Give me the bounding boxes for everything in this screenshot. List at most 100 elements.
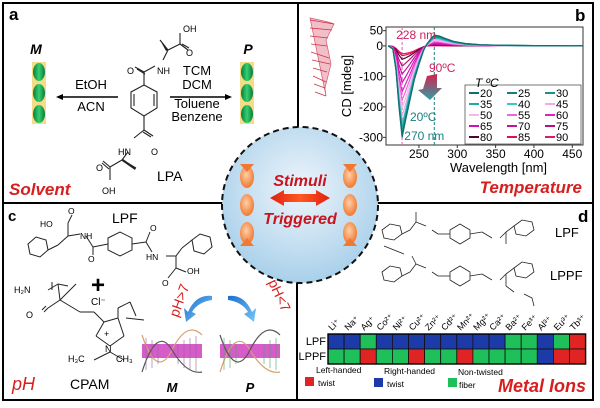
legend-left-handed-line2: twist xyxy=(318,378,336,388)
heatmap-cell xyxy=(472,333,490,350)
helix-label-p: P xyxy=(243,41,253,57)
atom-o: O xyxy=(150,223,157,233)
legend-label-25: 25 xyxy=(518,88,530,100)
column-label-15: Tb³⁺ xyxy=(568,312,588,332)
heatmap-cell xyxy=(569,348,587,365)
heatmap-cell xyxy=(424,333,442,350)
cpam-structure xyxy=(41,282,145,361)
metal-ion-heatmap: Li⁺Na⁺Ag⁺Co²⁺Ni²⁺Cu²⁺Zn²⁺Cd²⁺Mn²⁺Mg²⁺Ca²… xyxy=(298,311,588,365)
legend-label-60: 60 xyxy=(556,110,568,122)
heatmap-cell xyxy=(359,333,377,350)
column-label-12: Fe³⁺ xyxy=(520,312,540,332)
heatmap-cell xyxy=(343,348,361,365)
x-axis-label: Wavelength [nm] xyxy=(450,160,547,175)
solvent-dcm: DCM xyxy=(182,77,212,92)
legend-label-45: 45 xyxy=(556,99,568,111)
curved-arrow-right-icon xyxy=(228,295,256,322)
y-tick-label: -200 xyxy=(359,100,383,114)
atom-o: O xyxy=(68,206,75,216)
heatmap-cell xyxy=(375,333,393,350)
stimulus-label-solvent: Solvent xyxy=(9,180,72,199)
heatmap-cell xyxy=(504,333,522,350)
legend-title: T ºC xyxy=(475,76,499,90)
atom-o: O xyxy=(151,147,158,157)
y-tick-label: -100 xyxy=(359,69,383,83)
y-tick-label: -300 xyxy=(359,130,383,144)
atom-h3c: H₃C xyxy=(68,354,85,364)
center-label-triggered: Triggered xyxy=(263,211,338,228)
panel-d: d xyxy=(298,207,588,396)
solvent-toluene: Toluene xyxy=(174,96,220,111)
legend-left-handed-line1: Left-handed xyxy=(316,365,362,375)
x-tick-label: 350 xyxy=(486,147,506,161)
atom-o: O xyxy=(186,48,193,58)
molecule-name-cpam: CPAM xyxy=(70,376,109,392)
y-tick-label: 50 xyxy=(370,24,384,38)
panel-a: a M EtOH ACN P TCM DCM xyxy=(9,5,254,199)
molecule-name-lpf: LPF xyxy=(112,210,138,226)
legend-label-30: 30 xyxy=(556,88,568,100)
solvent-acetonitrile: ACN xyxy=(77,99,104,114)
heatmap-cell xyxy=(440,333,458,350)
heatmap-cell xyxy=(536,348,554,365)
heatmap-cell xyxy=(440,348,458,365)
legend-swatch-non-twisted xyxy=(448,378,457,387)
m-helix-illustration xyxy=(141,329,203,373)
panel-letter-c: c xyxy=(8,208,16,225)
heatmap-cell xyxy=(488,333,506,350)
molecule-name-lpf: LPF xyxy=(555,225,579,240)
atom-o: O xyxy=(26,310,33,320)
heatmap-cell xyxy=(391,348,409,365)
heatmap-cell xyxy=(375,348,393,365)
atom-h2n: H₂N xyxy=(14,285,31,295)
solvent-benzene: Benzene xyxy=(171,109,222,124)
row-label-lppf: LPPF xyxy=(298,351,326,363)
column-label-6: Zn²⁺ xyxy=(423,312,443,332)
heatmap-cell xyxy=(456,348,474,365)
arrow-to-m xyxy=(56,94,118,100)
helix-label-m: M xyxy=(167,380,179,395)
stimulus-label-temperature: Temperature xyxy=(480,178,582,197)
helix-label-p: P xyxy=(246,380,255,395)
p-helix-illustration xyxy=(219,329,281,373)
heatmap-cell xyxy=(536,333,554,350)
row-label-lpf: LPF xyxy=(306,336,326,348)
panel-letter-b: b xyxy=(575,6,585,25)
plus-sign: + xyxy=(91,272,105,299)
panel-letter-a: a xyxy=(9,5,19,24)
solvent-tcm: TCM xyxy=(183,63,211,78)
atom-ch3: CH₃ xyxy=(116,354,133,364)
n-charge: + xyxy=(104,329,109,339)
curved-arrow-left-icon xyxy=(184,295,212,322)
legend-non-twisted-line1: Non-twisted xyxy=(458,367,503,377)
column-label-9: Mg²⁺ xyxy=(471,311,493,333)
column-label-5: Cu²⁺ xyxy=(407,312,428,333)
arrow-to-p xyxy=(170,94,232,100)
column-label-1: Na⁺ xyxy=(342,314,361,333)
column-label-7: Cd²⁺ xyxy=(439,312,460,333)
legend-label-65: 65 xyxy=(480,121,492,133)
lpf-structure xyxy=(27,214,213,279)
x-tick-label: 250 xyxy=(409,147,429,161)
heatmap-cell xyxy=(424,348,442,365)
chloride-ion: Cl⁻ xyxy=(91,297,106,308)
atom-n: N xyxy=(105,344,112,354)
y-tick-label: 0 xyxy=(376,39,383,53)
atom-hn: HN xyxy=(146,252,158,262)
solvent-ethanol: EtOH xyxy=(75,77,107,92)
panel-letter-d: d xyxy=(578,207,588,226)
column-label-8: Mn²⁺ xyxy=(455,311,477,333)
orange-helix-left-icon xyxy=(240,164,254,246)
heatmap-border xyxy=(327,333,587,365)
left-handed-helix-icon xyxy=(32,62,46,124)
heatmap-cell xyxy=(520,348,538,365)
heatmap-cell xyxy=(391,333,409,350)
center-stimuli-circle: Stimuli Triggered xyxy=(221,126,379,284)
lpf-structure-d xyxy=(381,212,535,245)
heatmap-cell xyxy=(504,348,522,365)
heatmap-cell xyxy=(456,333,474,350)
heatmap-cell xyxy=(408,333,426,350)
double-headed-arrow-icon xyxy=(270,190,330,206)
